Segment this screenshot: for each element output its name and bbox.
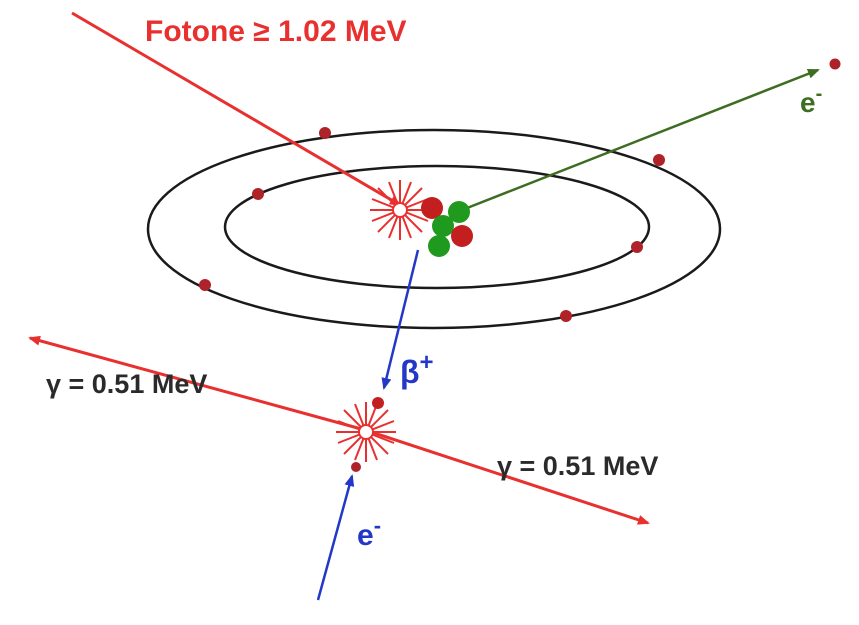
ejected-electron-ray (461, 68, 820, 212)
photon-label: Fotone ≥ 1.02 MeV (145, 15, 407, 48)
orbital-electrons (199, 127, 665, 322)
atom-orbits (146, 128, 722, 330)
incoming-photon-ray (71, 11, 402, 207)
neutron (432, 215, 454, 237)
neutron (448, 201, 470, 223)
orbital-electron (199, 279, 211, 291)
proton (421, 197, 443, 219)
nucleus-burst-icon (370, 180, 430, 240)
orbital-electron (560, 310, 572, 322)
gamma-ray-left (28, 335, 366, 432)
incoming-electron-ray (316, 474, 355, 601)
orbital-electron (653, 154, 665, 166)
neutron (428, 235, 450, 257)
orbital-electron (631, 241, 643, 253)
electron-particle (351, 462, 361, 472)
gamma-right-label: γ = 0.51 MeV (497, 451, 658, 481)
inner-orbit (223, 164, 651, 290)
orbital-electron (252, 188, 264, 200)
incoming-electron-label: e- (357, 513, 381, 552)
positron-label: β+ (400, 349, 434, 390)
gamma-left-label: γ = 0.51 MeV (46, 369, 207, 399)
ejected-electron-particle (829, 58, 841, 70)
annihilation-burst-icon (336, 402, 396, 462)
proton (451, 225, 473, 247)
orbital-electron (319, 127, 331, 139)
outer-orbit (146, 128, 722, 330)
positron-ray (381, 249, 420, 390)
gamma-ray-right (364, 428, 650, 525)
positron-particle (372, 397, 384, 409)
nucleus (421, 197, 473, 257)
ejected-electron-label: e- (800, 83, 822, 118)
